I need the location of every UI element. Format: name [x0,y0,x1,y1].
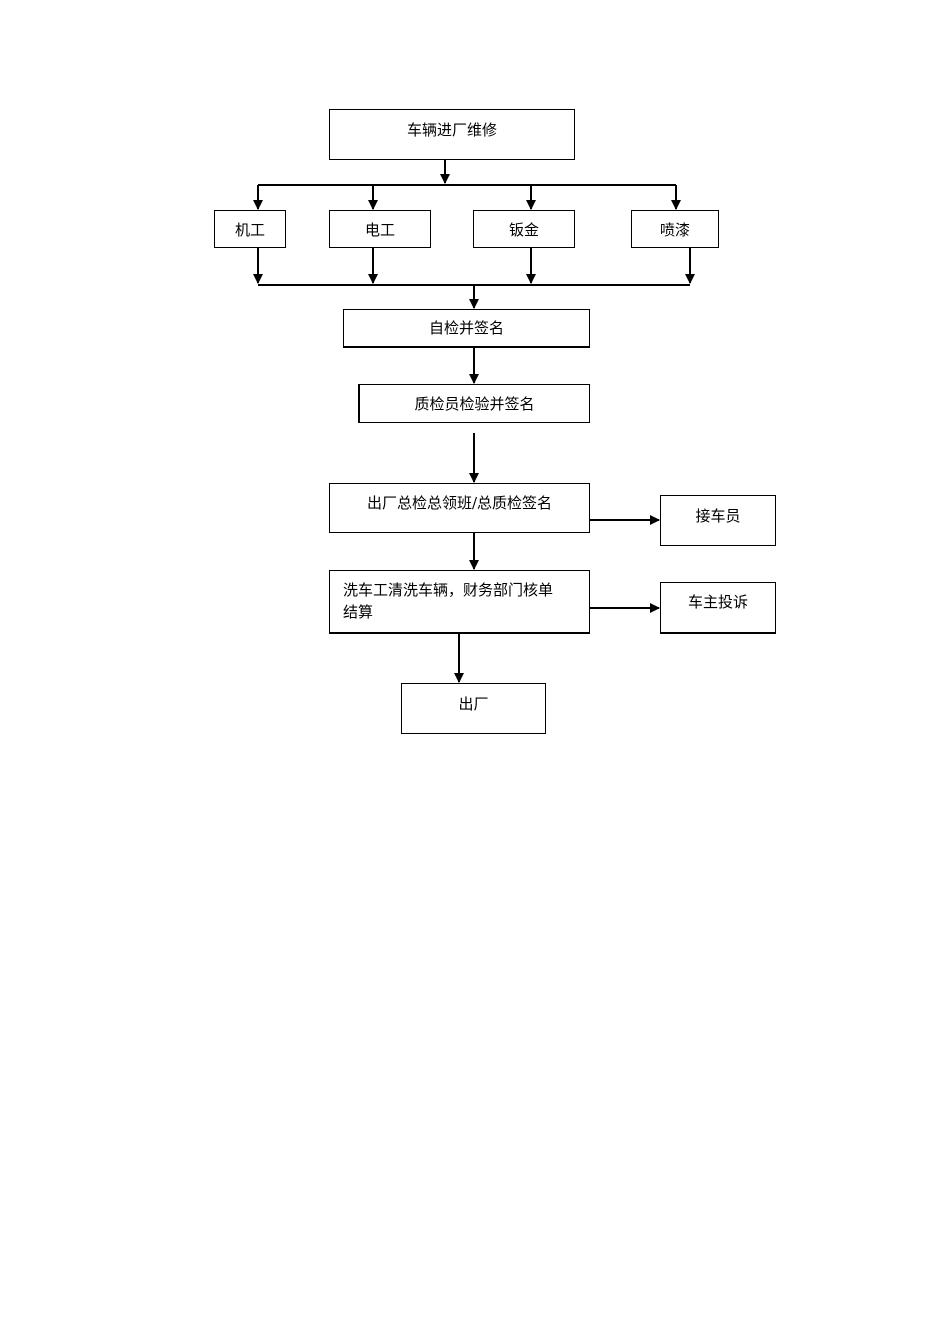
exit-label: 出厂 [458,695,489,713]
complaint-box: 车主投诉 [660,582,776,634]
wash-settle-label-line1: 洗车工清洗车辆，财务部门核单 [343,581,554,599]
receiver-label: 接车员 [695,507,741,525]
department-label: 钣金 [508,221,539,239]
department-label: 机工 [234,221,265,239]
receiver-box: 接车员 [660,495,776,546]
department-label: 喷漆 [659,221,690,239]
exit-box: 出厂 [401,683,546,734]
final-check-box: 出厂总检总领班/总质检签名 [329,483,590,533]
department-box-banjin: 钣金 [473,210,575,248]
self-check-label: 自检并签名 [428,319,504,337]
start-label: 车辆进厂维修 [406,121,497,139]
start-box: 车辆进厂维修 [329,109,575,160]
qc-check-label: 质检员检验并签名 [414,395,535,413]
department-label: 电工 [364,221,395,239]
final-check-label: 出厂总检总领班/总质检签名 [366,494,553,512]
complaint-label: 车主投诉 [687,593,748,611]
wash-settle-label-line2: 结算 [343,603,374,621]
wash-settle-box: 洗车工清洗车辆，财务部门核单 结算 [329,570,590,634]
qc-check-box: 质检员检验并签名 [358,384,590,423]
self-check-box: 自检并签名 [343,309,590,348]
department-box-diangong: 电工 [329,210,431,248]
department-box-penqi: 喷漆 [631,210,719,248]
department-box-jigong: 机工 [214,210,286,248]
